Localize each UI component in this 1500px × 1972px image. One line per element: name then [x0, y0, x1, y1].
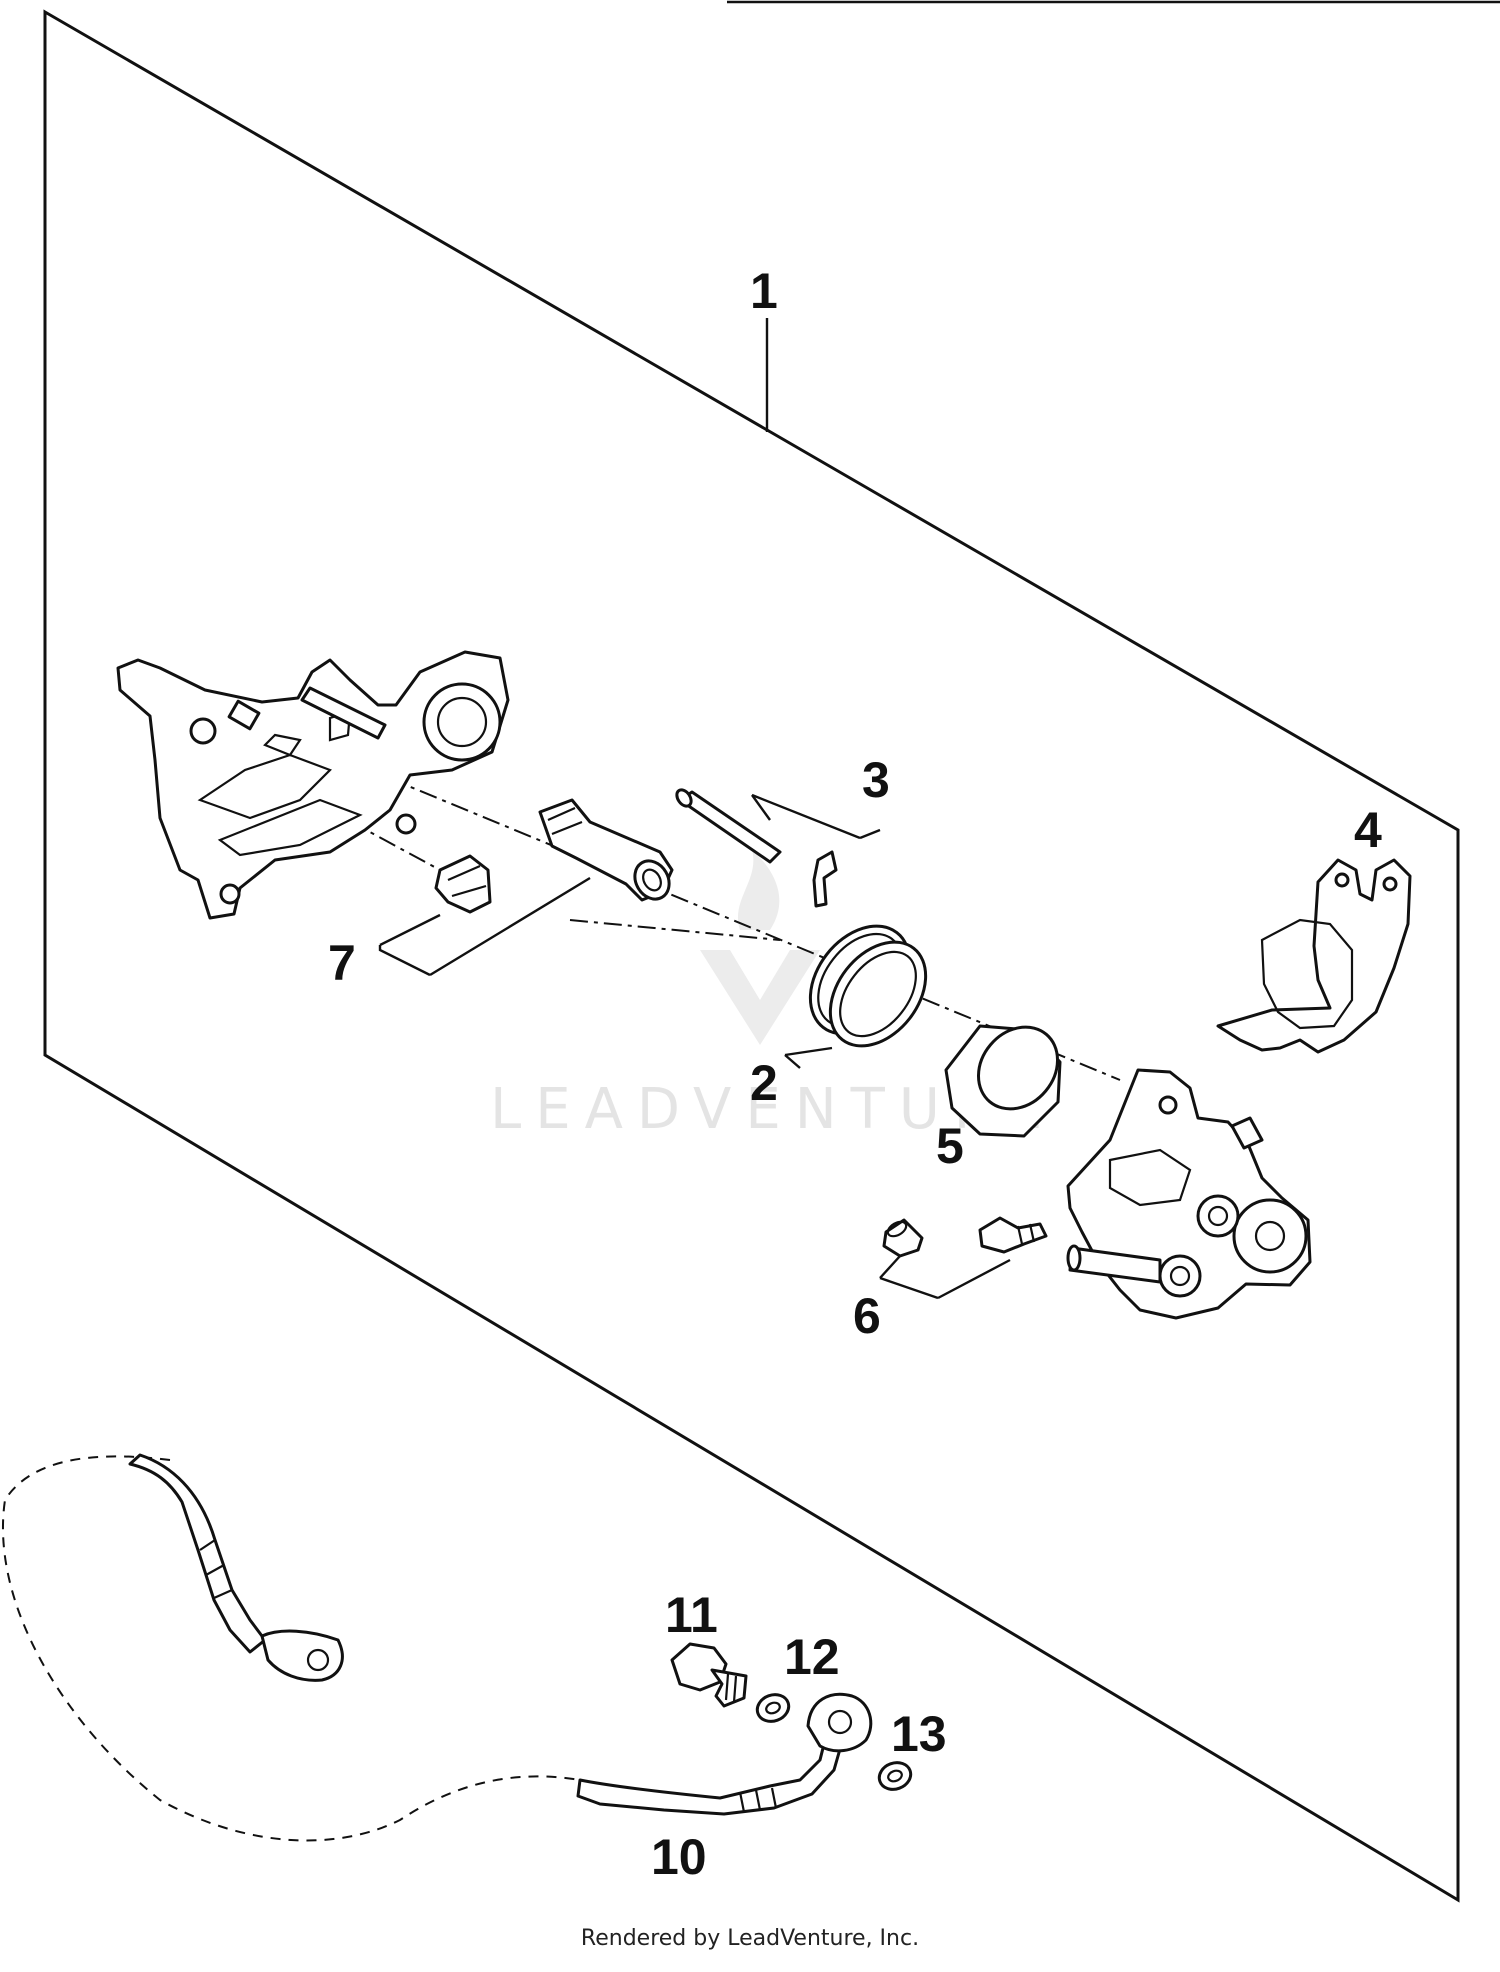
leader-3b — [859, 828, 881, 840]
callout-3: 3 — [862, 752, 890, 808]
boot-icon — [434, 854, 492, 914]
washer-icon — [755, 1693, 791, 1723]
piston-icon — [944, 1024, 1062, 1138]
callout-7: 7 — [328, 935, 356, 991]
leader-7c — [378, 945, 431, 977]
leader-6a — [879, 1276, 939, 1300]
leader-6c — [879, 1255, 901, 1279]
bleed-screw-icon — [978, 1216, 1048, 1254]
axis-line-pad — [569, 919, 781, 941]
callout-2: 2 — [750, 1055, 778, 1111]
brake-hose-icon — [1, 1453, 873, 1842]
leader-2b — [784, 1054, 801, 1069]
bracket-icon — [116, 650, 510, 920]
banjo-bolt-icon — [670, 1642, 748, 1708]
callout-1: 1 — [750, 263, 778, 319]
cap-icon — [882, 1218, 924, 1258]
slide-pin-icon — [538, 798, 674, 902]
brake-pad-icon — [1216, 858, 1412, 1054]
callout-5: 5 — [936, 1118, 964, 1174]
caliper-body-icon — [1066, 1068, 1312, 1320]
leader-7a — [379, 913, 441, 947]
seal-icon — [808, 924, 928, 1048]
callout-12: 12 — [784, 1629, 840, 1685]
clip-icon — [812, 850, 838, 908]
footer-credit: Rendered by LeadVenture, Inc. — [580, 1926, 920, 1951]
leader-3c — [751, 794, 771, 821]
callout-13: 13 — [891, 1706, 947, 1762]
callout-4: 4 — [1354, 802, 1382, 858]
pin-icon — [675, 788, 782, 864]
callout-11: 11 — [665, 1587, 718, 1643]
callout-6: 6 — [853, 1288, 881, 1344]
axis-line-main — [199, 699, 1121, 1081]
leader-2 — [784, 1046, 833, 1057]
leader-6b — [937, 1258, 1011, 1300]
leader-7b — [429, 876, 591, 977]
washer-icon — [877, 1761, 913, 1791]
leader-3a — [751, 793, 861, 840]
callout-10: 10 — [651, 1829, 707, 1885]
kit-frame — [43, 9, 1460, 1903]
